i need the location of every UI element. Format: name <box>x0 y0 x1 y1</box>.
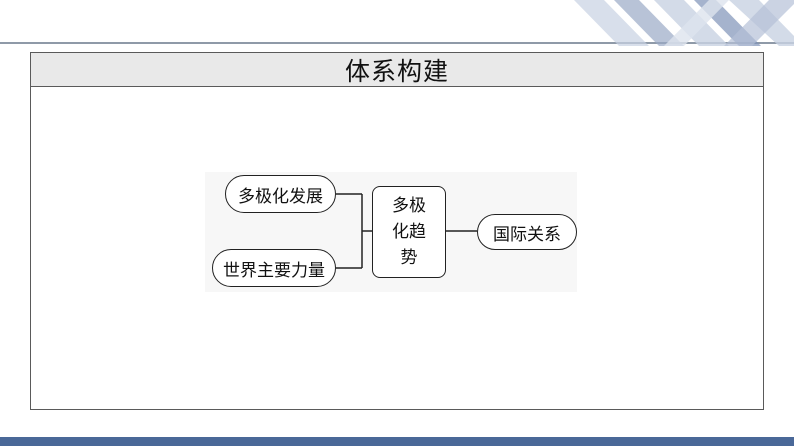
node-label: 多极化发展 <box>238 186 323 207</box>
page-title: 体系构建 <box>344 56 449 86</box>
node-multipolar-development: 多极化发展 <box>225 175 336 213</box>
center-line-1: 多极 <box>392 196 426 216</box>
corner-decoration <box>574 0 794 46</box>
node-multipolar-trend: 多极 化趋 势 <box>372 186 446 278</box>
node-label: 世界主要力量 <box>223 260 325 281</box>
center-line-3: 势 <box>400 248 418 268</box>
bottom-accent-bar <box>0 437 794 446</box>
frame-header: 体系构建 <box>31 53 763 87</box>
node-major-world-powers: 世界主要力量 <box>212 249 336 287</box>
center-line-2: 化趋 <box>392 222 426 242</box>
node-label: 国际关系 <box>493 224 561 245</box>
node-international-relations: 国际关系 <box>477 214 577 250</box>
content-frame: 体系构建 <box>30 52 764 410</box>
top-divider-line <box>0 42 794 44</box>
